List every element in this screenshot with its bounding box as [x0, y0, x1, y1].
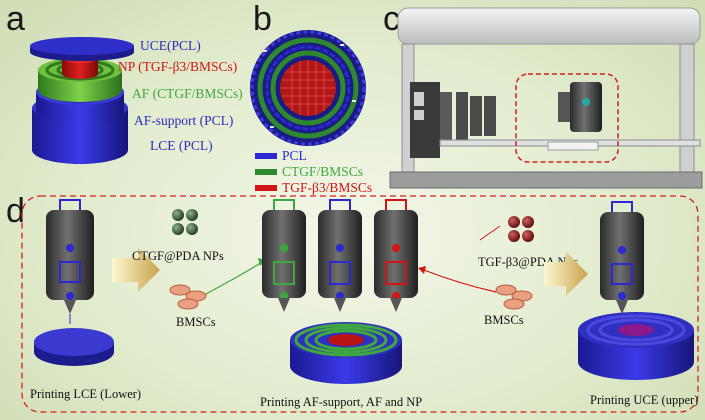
printer-base — [389, 171, 703, 189]
legend-tgf: TGF-β3/BMSCs — [282, 180, 372, 195]
print-platform — [547, 141, 599, 151]
panel-b-legend: PCL CTGF/BMSCs TGF-β3/BMSCs — [255, 148, 372, 195]
printhead-np — [374, 199, 418, 312]
scaffold-topview — [250, 30, 366, 146]
label-ctgf-nps: CTGF@PDA NPs — [132, 249, 224, 263]
printhead-uce — [600, 201, 644, 314]
np-core — [62, 58, 98, 79]
bioprinter-illustration — [389, 7, 703, 189]
caption-uce: Printing UCE (upper) — [590, 393, 698, 407]
caption-lce: Printing LCE (Lower) — [30, 387, 141, 401]
workflow-frame — [21, 195, 699, 413]
printer-top-frame — [397, 7, 701, 45]
label-af: AF (CTGF/BMSCs) — [132, 86, 243, 101]
printhead-highlight — [515, 73, 619, 163]
exploded-scaffold-illustration — [30, 37, 134, 164]
label-bmscs-left: BMSCs — [176, 315, 216, 329]
printhead-lce — [46, 199, 94, 324]
step-arrow-2 — [544, 252, 588, 296]
panel-label-a: a — [6, 0, 25, 38]
legend-swatch-pcl — [255, 153, 277, 159]
caption-af: Printing AF-support, AF and NP — [260, 395, 422, 409]
panel-label-c: c — [383, 0, 400, 38]
label-uce: UCE(PCL) — [140, 38, 201, 53]
printhead-af — [262, 199, 306, 312]
bmscs-cells-right — [495, 284, 533, 310]
tgf-arrow — [423, 269, 497, 293]
tgf-nanoparticles — [508, 216, 534, 242]
label-np: NP (TGF-β3/BMSCs) — [118, 59, 237, 74]
legend-swatch-ctgf — [255, 169, 277, 175]
legend-pcl: PCL — [282, 148, 307, 163]
af-np-scaffold — [290, 322, 402, 384]
uce-scaffold — [578, 312, 694, 380]
label-lce: LCE (PCL) — [150, 138, 213, 153]
ctgf-arrow — [205, 261, 263, 295]
bmscs-cells-left — [169, 284, 207, 310]
lce-disc — [34, 328, 114, 366]
ctgf-nanoparticles — [172, 209, 198, 235]
label-bmscs-right: BMSCs — [484, 313, 524, 327]
panel-a-labels: UCE(PCL) NP (TGF-β3/BMSCs) AF (CTGF/BMSC… — [118, 38, 243, 153]
panel-label-b: b — [253, 0, 272, 38]
panel-label-d: d — [6, 192, 25, 230]
printhead-af-support — [318, 199, 362, 312]
step-arrow-1 — [112, 248, 160, 292]
legend-swatch-tgf — [255, 185, 277, 191]
label-af-support: AF-support (PCL) — [134, 113, 233, 128]
legend-ctgf: CTGF/BMSCs — [282, 164, 363, 179]
printhead — [570, 82, 602, 132]
